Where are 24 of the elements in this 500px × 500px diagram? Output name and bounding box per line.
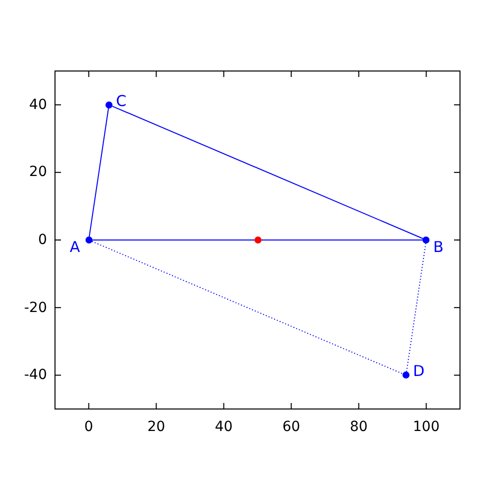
axis-tick-label: -20	[24, 300, 47, 315]
point-marker	[254, 236, 261, 244]
axis-tick-label: 20	[29, 165, 47, 180]
axis-tick-label: 100	[412, 420, 440, 434]
line-segment	[406, 242, 426, 372]
point-label: C	[116, 94, 126, 109]
axis-tick-label: 40	[214, 420, 233, 434]
axis-tick-label: 60	[282, 420, 300, 434]
point-label: B	[433, 240, 444, 255]
line-segment	[91, 240, 404, 374]
line-segment	[112, 106, 424, 240]
axis-tick-label: 20	[147, 420, 166, 434]
axis-tick-label: -40	[24, 368, 47, 382]
axis-tick-label: 0	[84, 420, 94, 434]
point-label: D	[413, 364, 425, 380]
axis-tick-label: 80	[350, 420, 368, 434]
point-marker	[85, 236, 92, 244]
point-marker	[106, 101, 112, 108]
point-marker	[402, 372, 410, 379]
point-label: A	[70, 240, 80, 255]
point-marker	[422, 236, 430, 244]
line-segment	[88, 108, 109, 238]
axis-tick-label: 40	[29, 98, 47, 112]
axis-tick-label: 0	[38, 233, 47, 247]
